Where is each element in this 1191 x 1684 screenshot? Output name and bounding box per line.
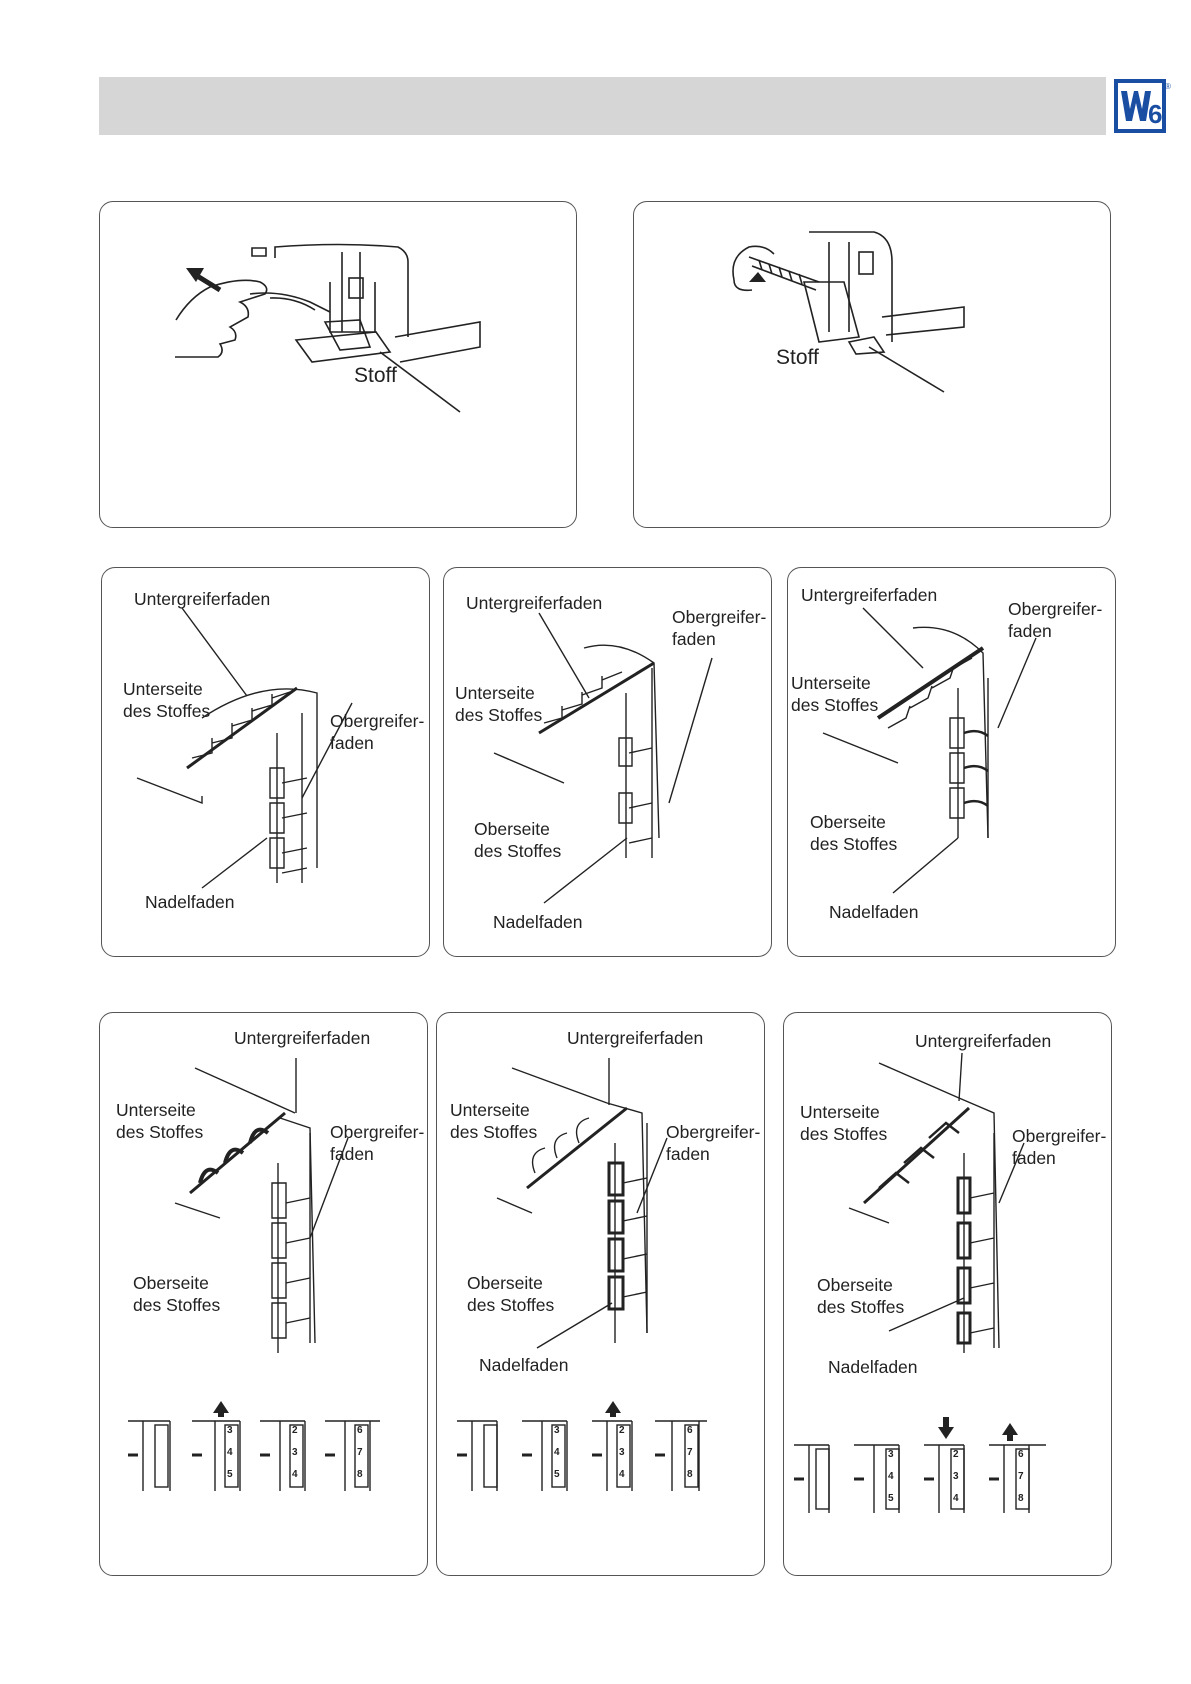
panel-tension-2: Untergreiferfaden Unterseite des Stoffes… [436,1012,765,1576]
unterseite-label: Unterseite des Stoffes [116,1100,204,1142]
obergreifer-label: Obergreifer- faden [672,607,767,649]
untergreiferfaden-label: Untergreiferfaden [234,1028,371,1048]
nadelfaden-label: Nadelfaden [828,1357,918,1377]
oberseite-label: Oberseite des Stoffes [133,1273,221,1315]
obergreifer-label: Obergreifer- faden [330,1122,425,1164]
unterseite-label: Unterseite des Stoffes [455,683,543,725]
oberseite-label: Oberseite des Stoffes [817,1275,905,1317]
unterseite-label: Unterseite des Stoffes [450,1100,538,1142]
untergreiferfaden-label: Untergreiferfaden [915,1031,1052,1051]
obergreifer-label: Obergreifer- faden [1008,599,1103,641]
panel-tension-3: Untergreiferfaden Unterseite des Stoffes… [783,1012,1112,1576]
obergreifer-label: Obergreifer- faden [1012,1126,1107,1168]
nadelfaden-label: Nadelfaden [145,892,235,912]
panel-stitch-3: Untergreiferfaden Unterseite des Stoffes… [787,567,1116,957]
tension-dials [457,1420,707,1491]
dial-number: 2 [619,1425,625,1436]
dial-number: 5 [888,1493,894,1504]
stitch-and-dial-diagram [457,1058,707,1491]
stoff-label: Stoff [776,346,819,369]
nadelfaden-label: Nadelfaden [829,902,919,922]
oberseite-label: Oberseite des Stoffes [474,819,562,861]
dial-number: 7 [357,1447,363,1458]
dial-number: 2 [292,1425,298,1436]
dial-number: 4 [888,1471,894,1482]
panel-fabric-feed: Stoff [633,201,1111,528]
dial-number: 4 [292,1469,298,1480]
nadelfaden-label: Nadelfaden [479,1355,569,1375]
dial-number: 3 [888,1449,894,1460]
nadelfaden-label: Nadelfaden [493,912,583,932]
panel-stitch-2: Untergreiferfaden Unterseite des Stoffes… [443,567,772,957]
stitch-diagram [136,607,353,889]
unterseite-label: Unterseite des Stoffes [800,1102,888,1144]
tension-dials [128,1420,380,1491]
dial-number: 4 [554,1447,560,1458]
dial-number: 8 [357,1469,363,1480]
panel-pull-thread: Stoff [99,201,577,528]
dial-number: 3 [554,1425,560,1436]
dial-number: 7 [1018,1471,1024,1482]
untergreiferfaden-label: Untergreiferfaden [801,585,938,605]
stoff-label: Stoff [354,364,397,387]
dial-number: 3 [619,1447,625,1458]
dial-number: 5 [554,1469,560,1480]
dial-number: 5 [227,1469,233,1480]
dial-number: 6 [357,1425,363,1436]
stitch-and-dial-diagram [128,1058,380,1491]
dial-number: 7 [687,1447,693,1458]
untergreiferfaden-label: Untergreiferfaden [567,1028,704,1048]
dial-number: 2 [953,1449,959,1460]
dial-number: 6 [1018,1449,1024,1460]
oberseite-label: Oberseite des Stoffes [810,812,898,854]
unterseite-label: Unterseite des Stoffes [791,673,879,715]
panel-tension-1: Untergreiferfaden Unterseite des Stoffes… [99,1012,428,1576]
stitch-diagram [493,612,713,904]
stitch-diagram [822,607,1037,894]
fabric-feed-illustration [732,231,965,393]
dial-number: 4 [619,1469,625,1480]
header-bar [99,77,1106,135]
dial-number: 8 [687,1469,693,1480]
dial-number: 8 [1018,1493,1024,1504]
oberseite-label: Oberseite des Stoffes [467,1273,555,1315]
dial-number: 4 [953,1493,959,1504]
unterseite-label: Unterseite des Stoffes [123,679,211,721]
obergreifer-label: Obergreifer- faden [666,1122,761,1164]
untergreiferfaden-label: Untergreiferfaden [466,593,603,613]
w6-logo: 6 ® [1114,79,1171,133]
panel-stitch-1: Untergreiferfaden Unterseite des Stoffes… [101,567,430,957]
dial-number: 3 [953,1471,959,1482]
svg-text:6: 6 [1148,99,1162,129]
stitch-and-dial-diagram [794,1052,1046,1513]
dial-number: 3 [227,1425,233,1436]
untergreiferfaden-label: Untergreiferfaden [134,589,271,609]
dial-number: 4 [227,1447,233,1458]
pull-thread-illustration [175,243,481,413]
obergreifer-label: Obergreifer- faden [330,711,425,753]
tension-dials [794,1444,1046,1513]
dial-number: 6 [687,1425,693,1436]
svg-text:®: ® [1165,82,1171,91]
dial-number: 3 [292,1447,298,1458]
